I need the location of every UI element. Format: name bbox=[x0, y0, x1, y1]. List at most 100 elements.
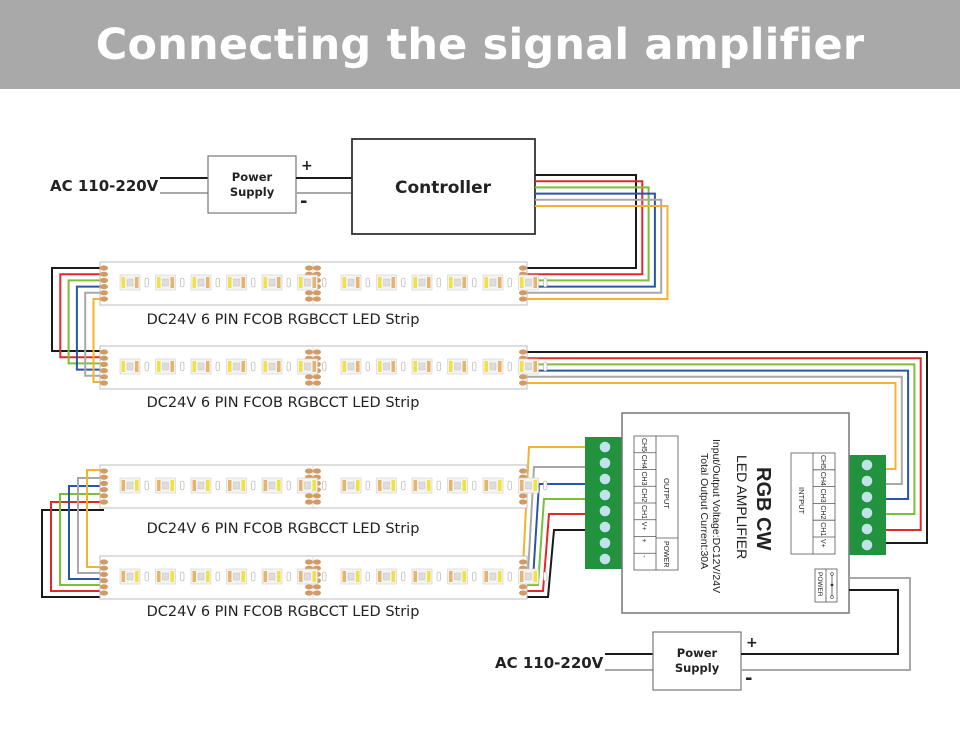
led-chip bbox=[518, 477, 548, 494]
bottom-power-supply: AC 110-220V Power Supply + - bbox=[495, 577, 911, 691]
led-chip bbox=[376, 568, 406, 585]
terminal-screw bbox=[599, 537, 611, 549]
led-chip bbox=[447, 274, 477, 291]
wire-strip-link-green bbox=[59, 493, 104, 586]
led-chip bbox=[297, 274, 327, 291]
solder-pad bbox=[100, 480, 108, 486]
wire-strip-link-yellow bbox=[92, 298, 104, 383]
resistor bbox=[472, 361, 477, 372]
resistor bbox=[251, 361, 256, 372]
output-channel-label: V+ bbox=[640, 522, 647, 531]
led-strip: DC24V 6 PIN FCOB RGBCCT LED Strip bbox=[99, 464, 548, 537]
resistor bbox=[401, 480, 406, 491]
terminal-screw bbox=[599, 441, 611, 453]
solder-pad bbox=[519, 493, 527, 499]
led-chip bbox=[119, 274, 149, 291]
solder-pad bbox=[305, 265, 313, 271]
resistor bbox=[472, 571, 477, 582]
led-chip bbox=[297, 477, 327, 494]
solder-pad bbox=[313, 380, 321, 386]
spec-current: Total Output Current:30A bbox=[698, 453, 710, 569]
led-chip bbox=[155, 477, 185, 494]
resistor bbox=[507, 571, 512, 582]
resistor bbox=[180, 571, 185, 582]
solder-pad bbox=[305, 349, 313, 355]
top-ac-label: AC 110-220V bbox=[50, 177, 159, 195]
solder-pad bbox=[305, 468, 313, 474]
led-chip bbox=[376, 358, 406, 375]
solder-pad bbox=[100, 271, 108, 277]
solder-pad bbox=[313, 374, 321, 380]
amplifier-subtitle: LED AMPLIFIER bbox=[734, 455, 750, 559]
resistor bbox=[180, 361, 185, 372]
terminal-screw bbox=[861, 459, 873, 471]
resistor bbox=[472, 277, 477, 288]
dc-negative-wire bbox=[741, 577, 911, 671]
solder-pad bbox=[100, 374, 108, 380]
power-supply-box bbox=[207, 155, 297, 214]
resistor bbox=[436, 571, 441, 582]
strip-caption: DC24V 6 PIN FCOB RGBCCT LED Strip bbox=[147, 521, 420, 537]
terminal-screw bbox=[599, 505, 611, 517]
output-channel-label: - bbox=[640, 555, 647, 558]
led-chip bbox=[411, 274, 441, 291]
resistor bbox=[144, 480, 149, 491]
solder-pad bbox=[100, 571, 108, 578]
amplifier-title: RGB CW bbox=[752, 467, 774, 550]
wire-controller-red bbox=[526, 180, 644, 276]
wire-strip-to-input-green bbox=[526, 363, 916, 515]
terminal-screw bbox=[861, 507, 873, 519]
led-strip: DC24V 6 PIN FCOB RGBCCT LED Strip bbox=[99, 345, 548, 411]
solder-pad bbox=[305, 380, 313, 386]
solder-pad bbox=[100, 565, 108, 571]
solder-pad bbox=[100, 380, 108, 386]
wire-output-to-strip-red bbox=[524, 513, 585, 592]
solder-pad bbox=[100, 361, 108, 367]
minus-sign: - bbox=[300, 191, 307, 212]
solder-pad bbox=[100, 559, 108, 565]
output-channel-label: + bbox=[640, 539, 647, 543]
input-channel-label: CH3 bbox=[819, 489, 826, 503]
solder-pad bbox=[305, 499, 313, 505]
resistor bbox=[286, 361, 291, 372]
led-chip bbox=[155, 274, 185, 291]
solder-pad bbox=[100, 290, 108, 296]
wire-strip-link-green bbox=[67, 279, 104, 365]
led-chip bbox=[226, 274, 256, 291]
resistor bbox=[365, 361, 370, 372]
plus-sign: + bbox=[301, 158, 313, 174]
led-chip bbox=[155, 568, 185, 585]
solder-pad bbox=[100, 265, 108, 271]
solder-pad bbox=[519, 380, 527, 386]
solder-pad bbox=[313, 584, 321, 590]
output-header: OUTPUT bbox=[662, 478, 671, 509]
wire-output-to-strip-black bbox=[524, 529, 585, 598]
strip-caption: DC24V 6 PIN FCOB RGBCCT LED Strip bbox=[147, 395, 420, 411]
led-chip bbox=[447, 358, 477, 375]
output-channel-label: CH5 bbox=[640, 438, 647, 452]
resistor bbox=[286, 480, 291, 491]
solder-pad bbox=[313, 590, 321, 596]
power-supply-line2: Supply bbox=[675, 661, 720, 675]
solder-pad bbox=[313, 499, 321, 505]
solder-pad bbox=[100, 474, 108, 480]
resistor bbox=[251, 480, 256, 491]
led-chip bbox=[297, 358, 327, 375]
led-chip bbox=[226, 477, 256, 494]
resistor bbox=[215, 277, 220, 288]
controller-label: Controller bbox=[395, 178, 492, 198]
led-chip bbox=[518, 568, 548, 585]
led-chip bbox=[297, 568, 327, 585]
strip-caption: DC24V 6 PIN FCOB RGBCCT LED Strip bbox=[147, 312, 420, 328]
solder-pad bbox=[100, 284, 108, 290]
solder-pad bbox=[313, 559, 321, 565]
solder-pad bbox=[100, 499, 108, 505]
wire-strip-to-input-black bbox=[526, 351, 928, 544]
resistor bbox=[215, 571, 220, 582]
led-chip bbox=[411, 568, 441, 585]
led-chip bbox=[411, 477, 441, 494]
resistor bbox=[507, 277, 512, 288]
solder-pad bbox=[519, 374, 527, 380]
input-channel-label: CH1 bbox=[819, 522, 826, 536]
solder-pad bbox=[519, 296, 527, 302]
